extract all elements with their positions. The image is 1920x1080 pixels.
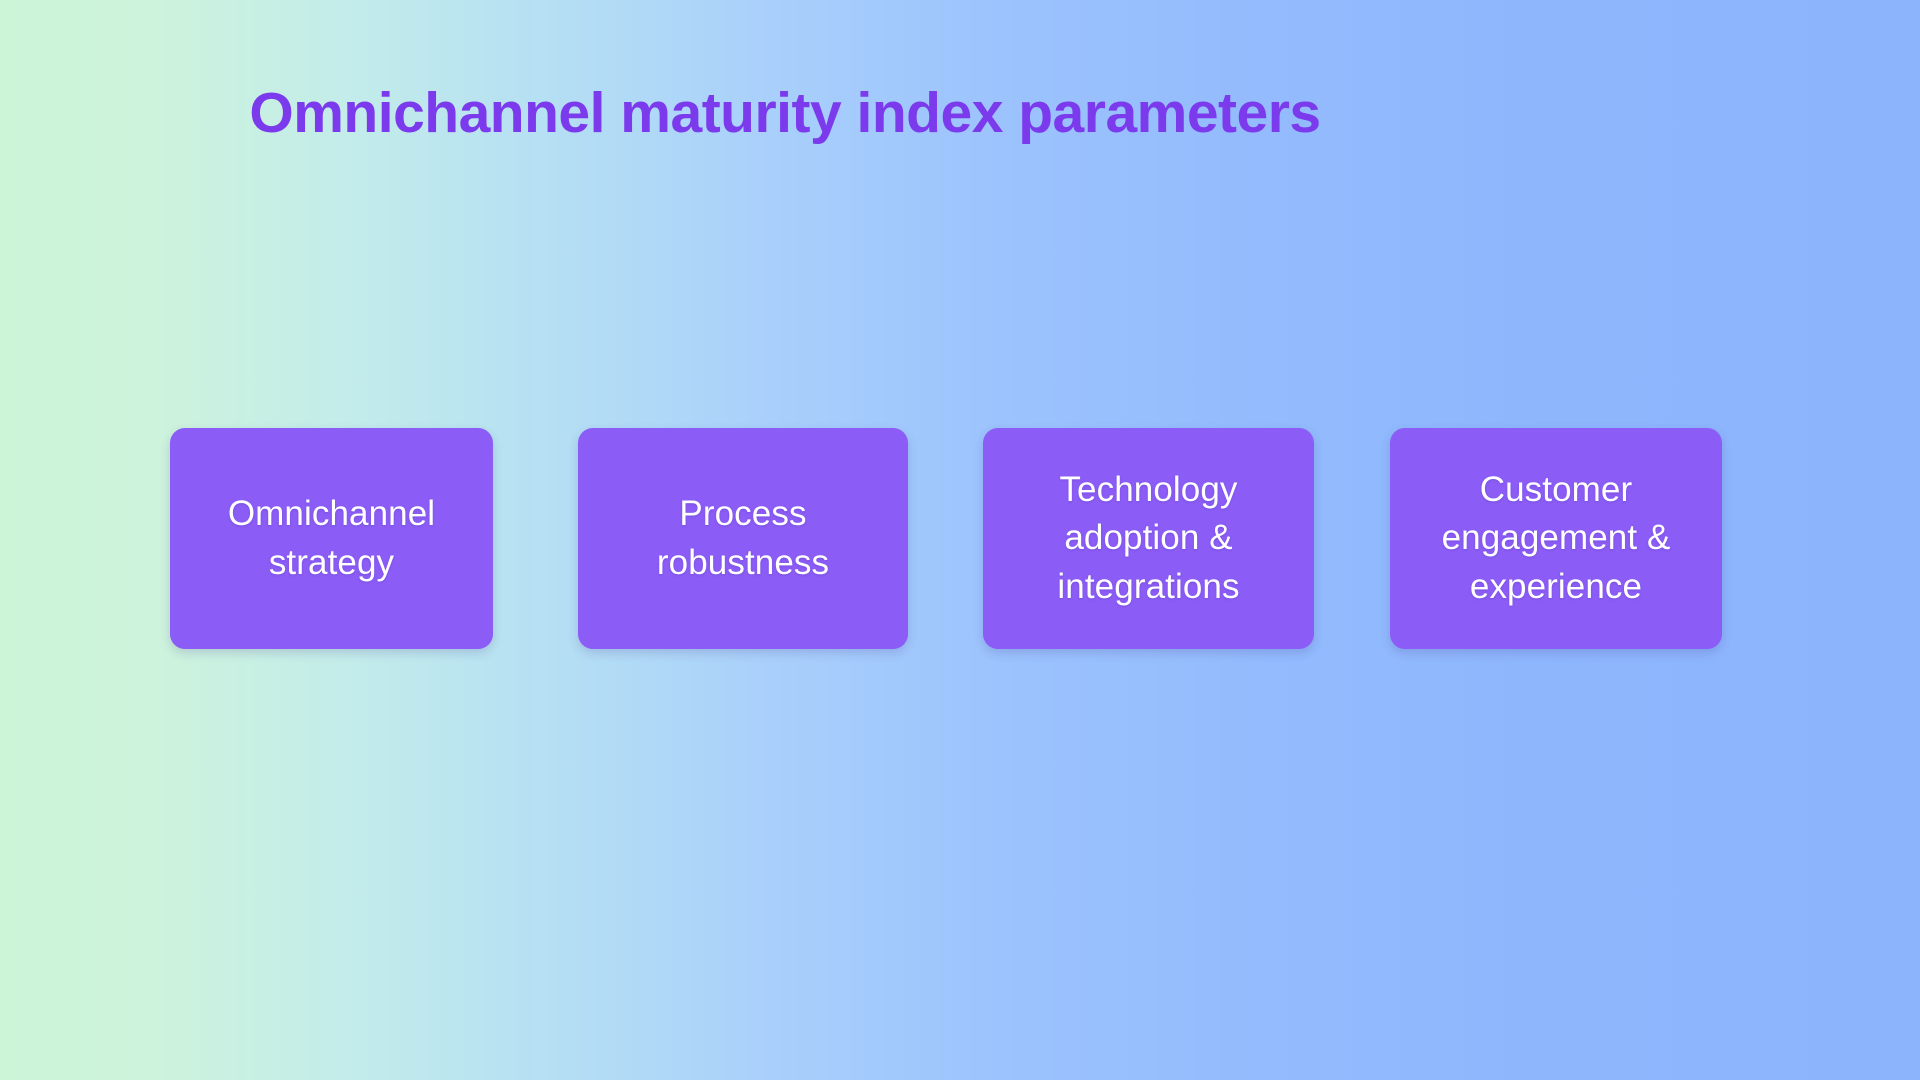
parameter-card-customer-engagement-experience[interactable]: Customer engagement & experience (1390, 428, 1722, 649)
parameter-card-label: Technology adoption & integrations (1057, 470, 1240, 606)
parameter-card-process-robustness[interactable]: Process robustness (578, 428, 908, 649)
parameter-card-label: Customer engagement & experience (1441, 470, 1671, 606)
parameter-card-label: Omnichannel strategy (227, 494, 436, 582)
parameter-card-omnichannel-strategy[interactable]: Omnichannel strategy (170, 428, 493, 649)
parameter-card-technology-adoption-integrations[interactable]: Technology adoption & integrations (983, 428, 1314, 649)
title-block: Omnichannel maturity index parameters (0, 81, 1570, 145)
parameter-card-label: Process robustness (656, 494, 830, 582)
page-title: Omnichannel maturity index parameters (249, 81, 1321, 145)
